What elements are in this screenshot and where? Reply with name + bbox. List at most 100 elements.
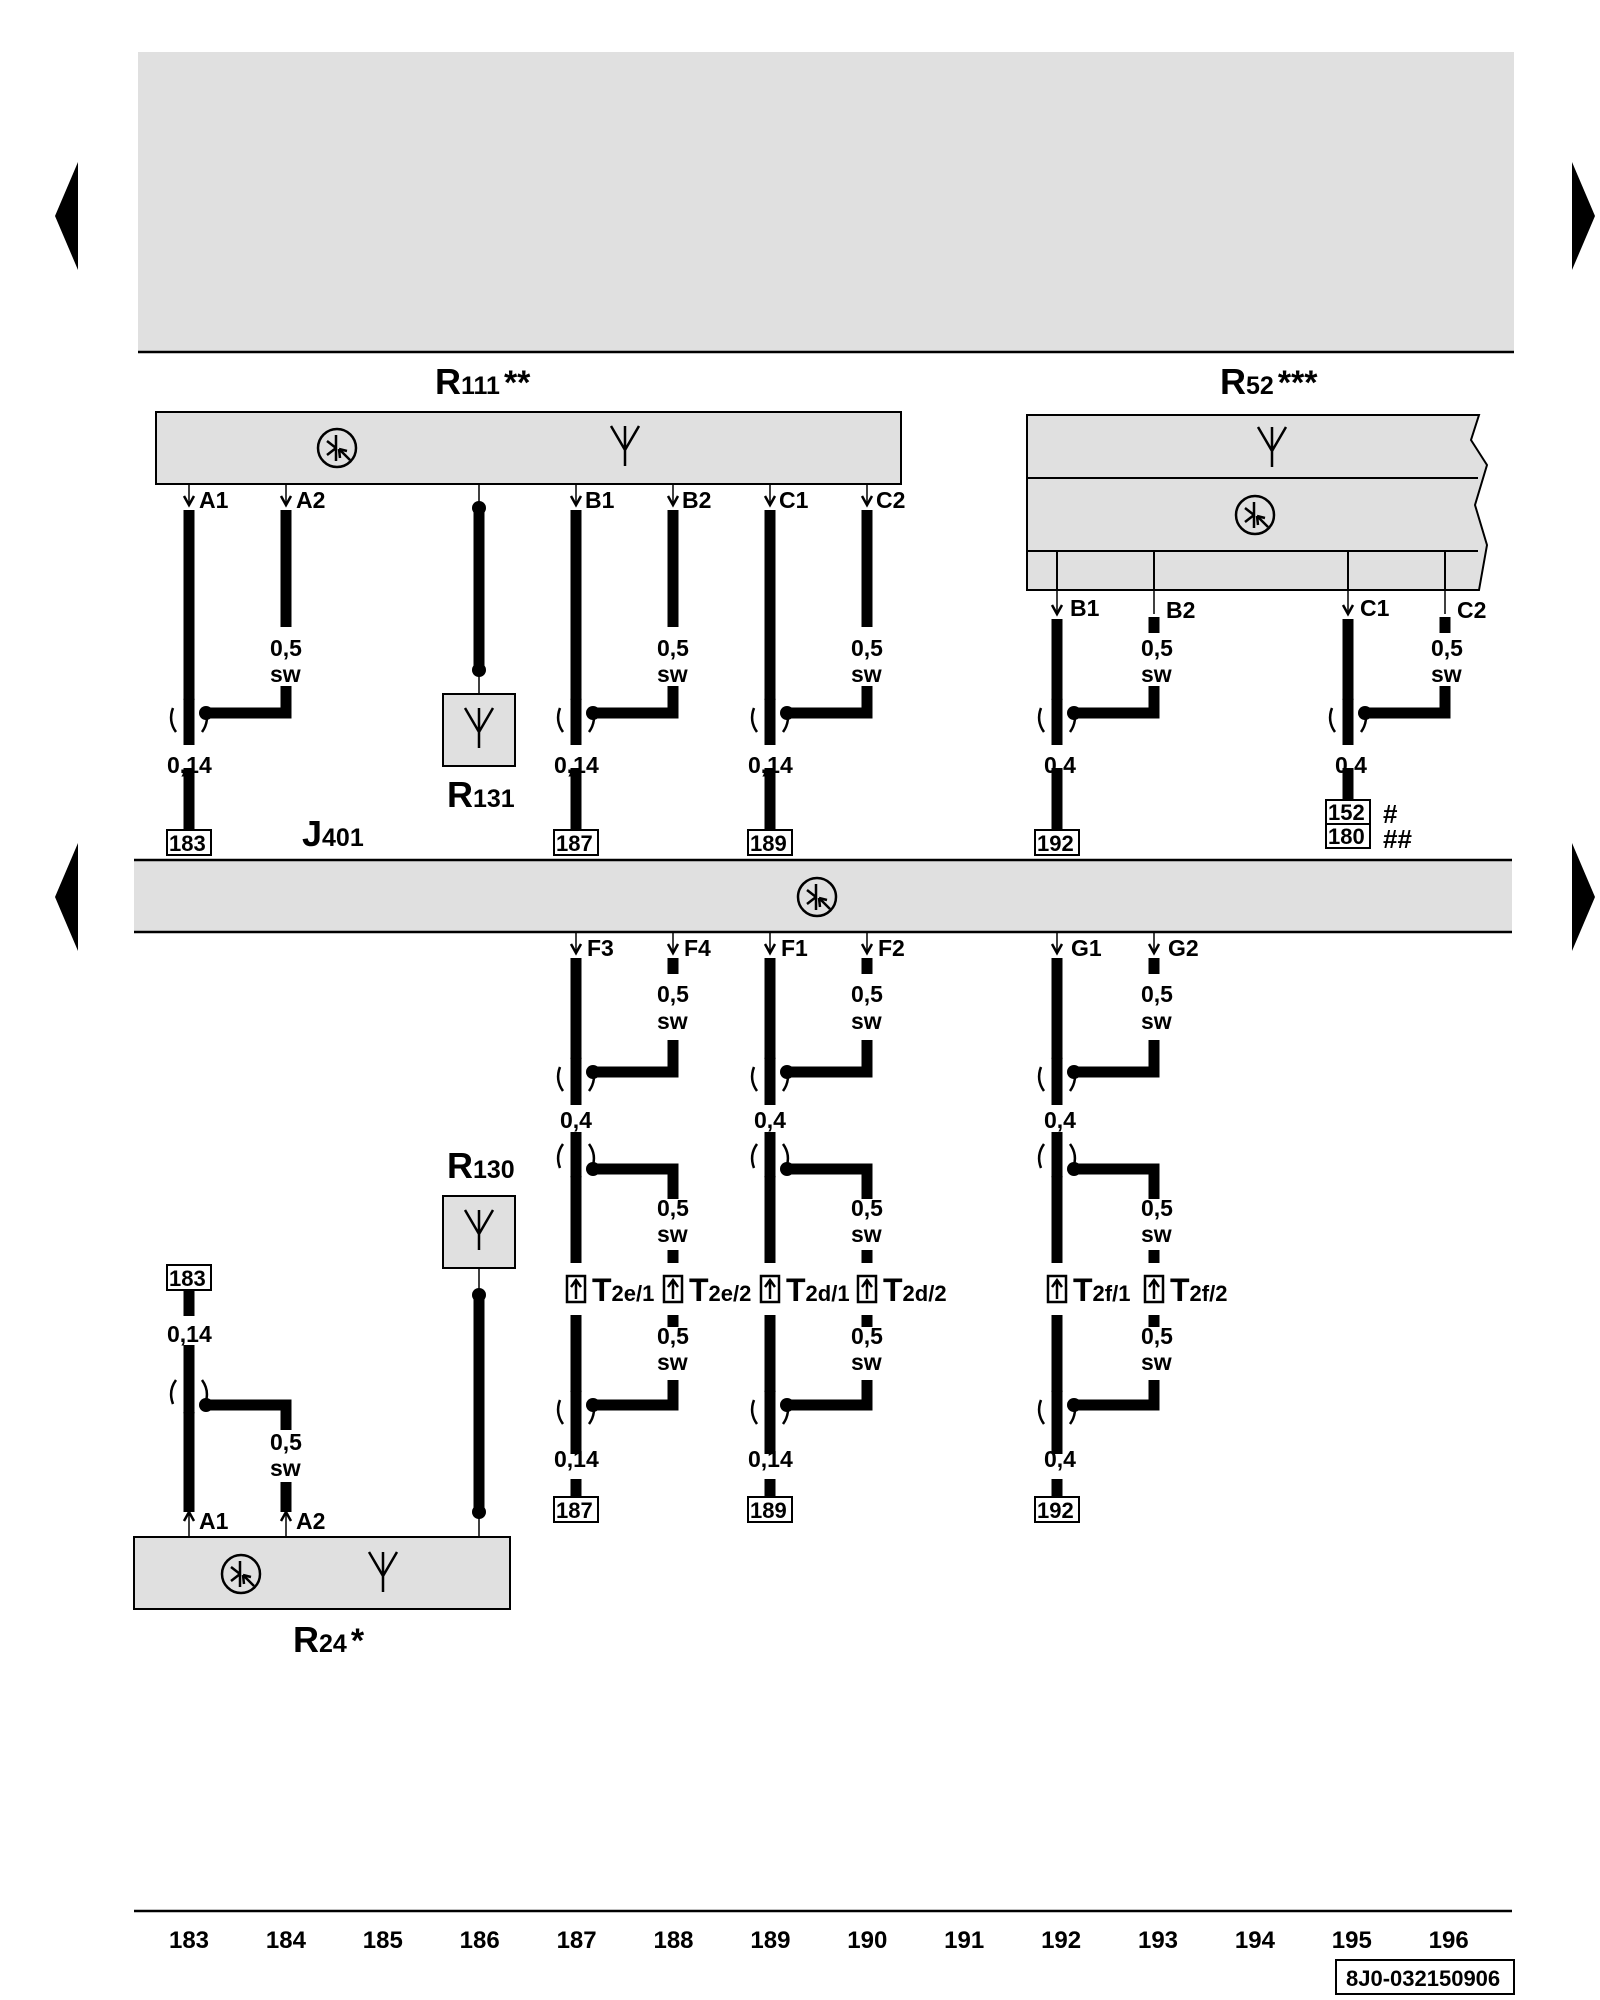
ref-box-183-top <box>166 829 212 856</box>
wire-190b-color-a: sw <box>851 1008 882 1034</box>
r24-box <box>133 1536 511 1610</box>
r111-pin-b1: B1 <box>585 487 615 513</box>
wire-190b-color-c: sw <box>851 1349 882 1375</box>
ref-box-152 <box>1325 799 1371 825</box>
footer-number: 188 <box>653 1927 693 1954</box>
connector-t2f1-label: T2f/1 <box>1073 1272 1130 1308</box>
wire-188b-size-a: 0,5 <box>657 981 689 1007</box>
wire-190b-size-a: 0,5 <box>851 981 883 1007</box>
wire-190-size: 0,5 <box>851 635 883 661</box>
j401-label: J401 <box>302 813 364 854</box>
wire-188b-color-c: sw <box>657 1349 688 1375</box>
footer-number: 193 <box>1138 1927 1178 1954</box>
wire-183-size: 0,14 <box>167 752 212 778</box>
wire-193-color: sw <box>1141 661 1172 687</box>
wire-184-color: sw <box>270 661 301 687</box>
wire-196-size: 0,5 <box>1431 635 1463 661</box>
wire-189b-size-a: 0,4 <box>754 1107 786 1133</box>
ref-189-top: 189 <box>750 831 787 856</box>
wire-190b-color-b: sw <box>851 1221 882 1247</box>
wire-188-size: 0,5 <box>657 635 689 661</box>
wire-184b-color: sw <box>270 1455 301 1481</box>
wire-group-187-bottom <box>556 932 684 1497</box>
top-gray-panel <box>138 52 1514 352</box>
ref-183-top: 183 <box>169 831 206 856</box>
footer-number: 191 <box>944 1927 984 1954</box>
footer-number: 194 <box>1235 1927 1276 1954</box>
wire-group-187-top <box>556 484 680 830</box>
wire-group-183 <box>169 484 293 830</box>
wire-187b-size-b: 0,14 <box>554 1446 599 1472</box>
wire-188-color: sw <box>657 661 688 687</box>
wire-193b-color-a: sw <box>1141 1008 1172 1034</box>
wire-192b-size-b: 0,4 <box>1044 1446 1076 1472</box>
r111-pin-c2: C2 <box>876 487 905 513</box>
wire-196-color: sw <box>1431 661 1462 687</box>
wire-189b-size-b: 0,14 <box>748 1446 793 1472</box>
r24-pin-a2: A2 <box>296 1508 325 1534</box>
r111-box <box>155 411 902 485</box>
doc-code: 8J0-032150906 <box>1346 1966 1500 1991</box>
wire-193b-color-c: sw <box>1141 1349 1172 1375</box>
wire-189-size: 0,14 <box>748 752 793 778</box>
prev-page-arrow-middle[interactable] <box>55 843 78 951</box>
doc-code-box <box>1335 1959 1515 1995</box>
j401-pin-f1: F1 <box>781 935 808 961</box>
r52-pin-c2: C2 <box>1457 597 1486 623</box>
wire-184b-size: 0,5 <box>270 1429 302 1455</box>
j401-pin-g2: G2 <box>1168 935 1199 961</box>
ref-box-183-bottom <box>166 1264 212 1291</box>
r111-label: R111** <box>435 361 531 402</box>
hash-mark-1: # <box>1383 799 1398 829</box>
wire-193b-size-a: 0,5 <box>1141 981 1173 1007</box>
j401-pin-f4: F4 <box>684 935 711 961</box>
wire-193b-size-b: 0,5 <box>1141 1195 1173 1221</box>
wire-group-189-bottom <box>750 932 878 1497</box>
wire-190b-size-b: 0,5 <box>851 1195 883 1221</box>
wire-192b-size-a: 0,4 <box>1044 1107 1076 1133</box>
wire-190b-size-c: 0,5 <box>851 1323 883 1349</box>
footer-number: 192 <box>1041 1927 1081 1954</box>
footer-number: 196 <box>1429 1927 1469 1954</box>
footer-number: 184 <box>266 1927 307 1954</box>
wire-group-189-top <box>750 484 874 830</box>
ref-180: 180 <box>1328 824 1365 849</box>
ref-box-192-top <box>1034 829 1080 856</box>
wire-192-size: 0,4 <box>1044 752 1076 778</box>
wire-188b-color-a: sw <box>657 1008 688 1034</box>
wire-188b-size-c: 0,5 <box>657 1323 689 1349</box>
next-page-arrow-middle[interactable] <box>1572 843 1595 951</box>
footer-number: 187 <box>557 1927 597 1954</box>
r52-label: R52*** <box>1220 361 1318 402</box>
wire-193b-size-c: 0,5 <box>1141 1323 1173 1349</box>
prev-page-arrow-top[interactable] <box>55 162 78 270</box>
footer-number: 183 <box>169 1927 209 1954</box>
wire-group-186-top <box>472 484 486 694</box>
ref-box-189-bottom <box>747 1496 793 1523</box>
r111-pin-a2: A2 <box>296 487 325 513</box>
j401-pin-f2: F2 <box>878 935 905 961</box>
wire-183b-size: 0,14 <box>167 1321 212 1347</box>
r52-pin-b2: B2 <box>1166 597 1195 623</box>
r52-pin-c1: C1 <box>1360 595 1390 621</box>
wire-195-size: 0,4 <box>1335 752 1367 778</box>
ref-152: 152 <box>1328 800 1365 825</box>
wire-187-size: 0,14 <box>554 752 599 778</box>
wire-group-192-bottom <box>1037 932 1165 1497</box>
ref-187-bottom: 187 <box>556 1498 593 1523</box>
ref-box-187-bottom <box>553 1496 599 1523</box>
ref-box-189-top <box>747 829 793 856</box>
connector-t2d1-label: T2d/1 <box>786 1272 850 1308</box>
next-page-arrow-top[interactable] <box>1572 162 1595 270</box>
ref-box-187-top <box>553 829 599 856</box>
r52-box <box>1026 414 1489 591</box>
ref-192-bottom: 192 <box>1037 1498 1074 1523</box>
r111-pin-b2: B2 <box>682 487 711 513</box>
j401-pin-f3: F3 <box>587 935 614 961</box>
hash-mark-2: ## <box>1383 824 1412 854</box>
wire-188b-size-b: 0,5 <box>657 1195 689 1221</box>
ref-189-bottom: 189 <box>750 1498 787 1523</box>
ref-187-top: 187 <box>556 831 593 856</box>
